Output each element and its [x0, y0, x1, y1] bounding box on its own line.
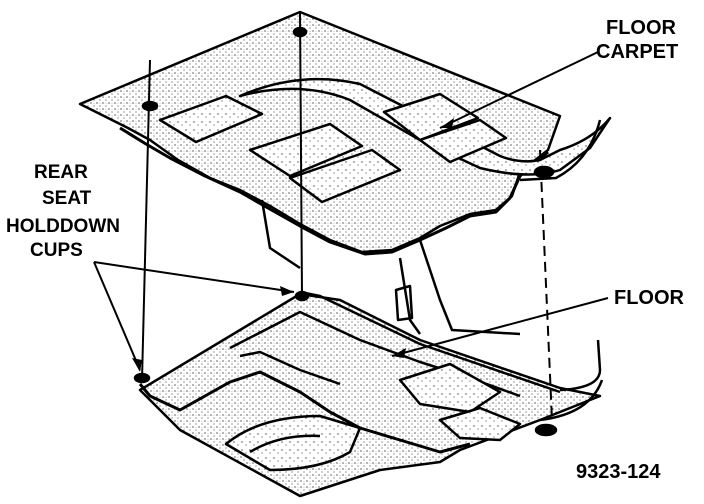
alignment-lines [141, 11, 553, 421]
rear-seat-holddown-cups-label-line1: REAR [34, 162, 88, 183]
rear-seat-holddown-cups-label-line4: CUPS [30, 240, 83, 261]
floor-carpet-label-line1: FLOOR [606, 17, 677, 39]
rear-seat-holddown-cups-label-line3: HOLDDOWN [6, 216, 120, 237]
floor-label: FLOOR [614, 287, 685, 309]
leader-lines [93, 51, 609, 371]
floor-pan [133, 284, 604, 498]
figure-number: 9323-124 [576, 461, 661, 483]
leader-arrowheads [132, 118, 454, 372]
rear-seat-holddown-cups-label-line2: SEAT [42, 188, 92, 209]
floor-carpet [78, 10, 612, 336]
floor-carpet-label-line2: CARPET [596, 41, 678, 63]
